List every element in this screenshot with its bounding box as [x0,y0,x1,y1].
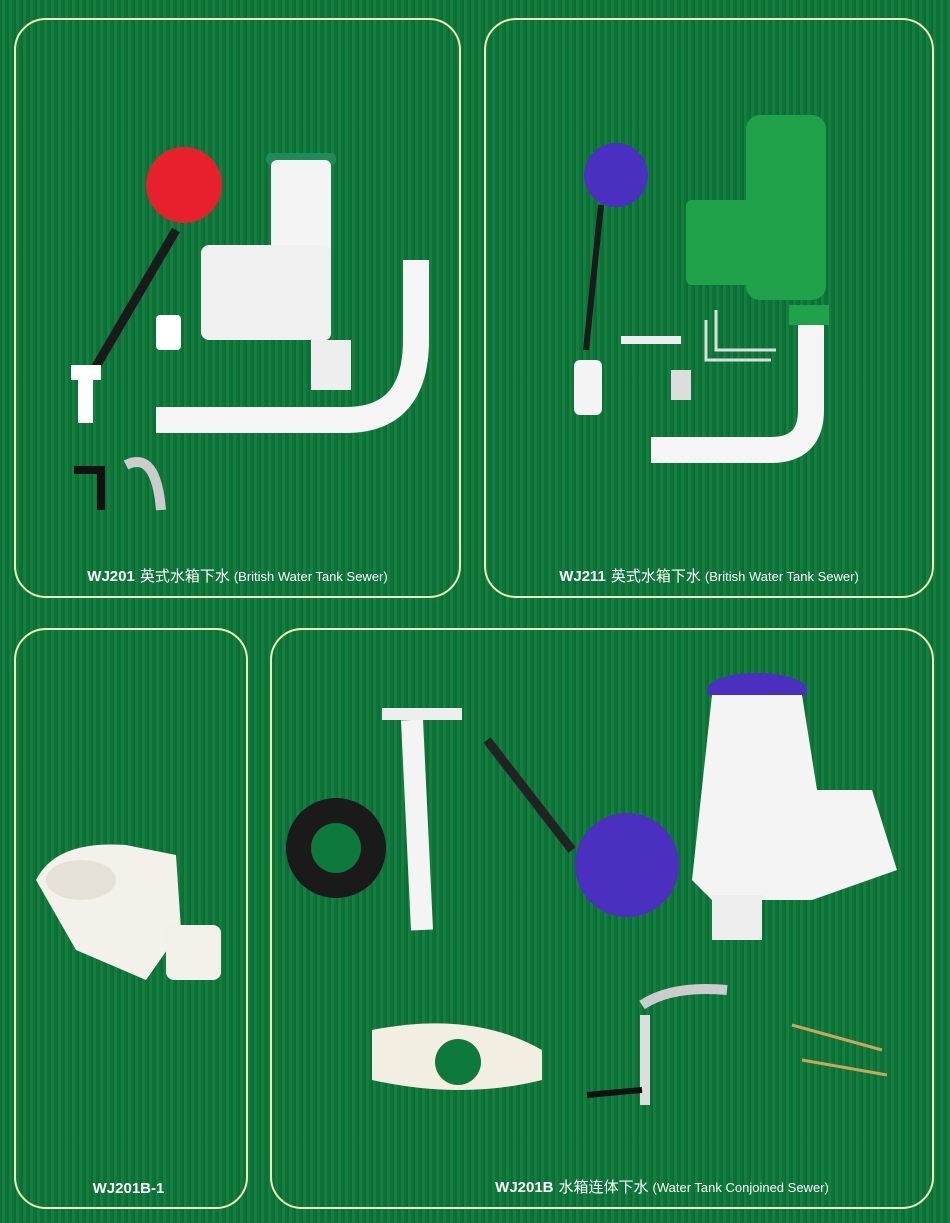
product-caption: WJ201B-1 [16,1180,246,1197]
product-image-wj201b [286,673,897,1105]
product-name-en: (British Water Tank Sewer) [704,569,859,584]
product-name-en: (Water Tank Conjoined Sewer) [652,1180,829,1195]
red-float-ball-icon [146,147,222,223]
product-code: WJ211 [559,568,606,585]
product-image-wj211 [574,115,829,463]
product-code: WJ201B [495,1179,554,1196]
product-code: WJ201B-1 [92,1180,165,1197]
blue-float-ball-icon [575,813,679,917]
blue-float-ball-icon [584,143,648,207]
product-name-en: (British Water Tank Sewer) [233,569,388,584]
product-image-wj201 [71,147,429,511]
product-image-wj201b-1 [36,844,221,980]
product-name-zh: 水箱连体下水 [558,1178,649,1196]
float-arm [87,227,180,378]
product-name-zh: 英式水箱下水 [139,567,230,585]
product-code: WJ201 [87,568,135,585]
product-panel-wj201b-1: WJ201B-1 [14,628,248,1209]
product-name-zh: 英式水箱下水 [610,567,701,585]
